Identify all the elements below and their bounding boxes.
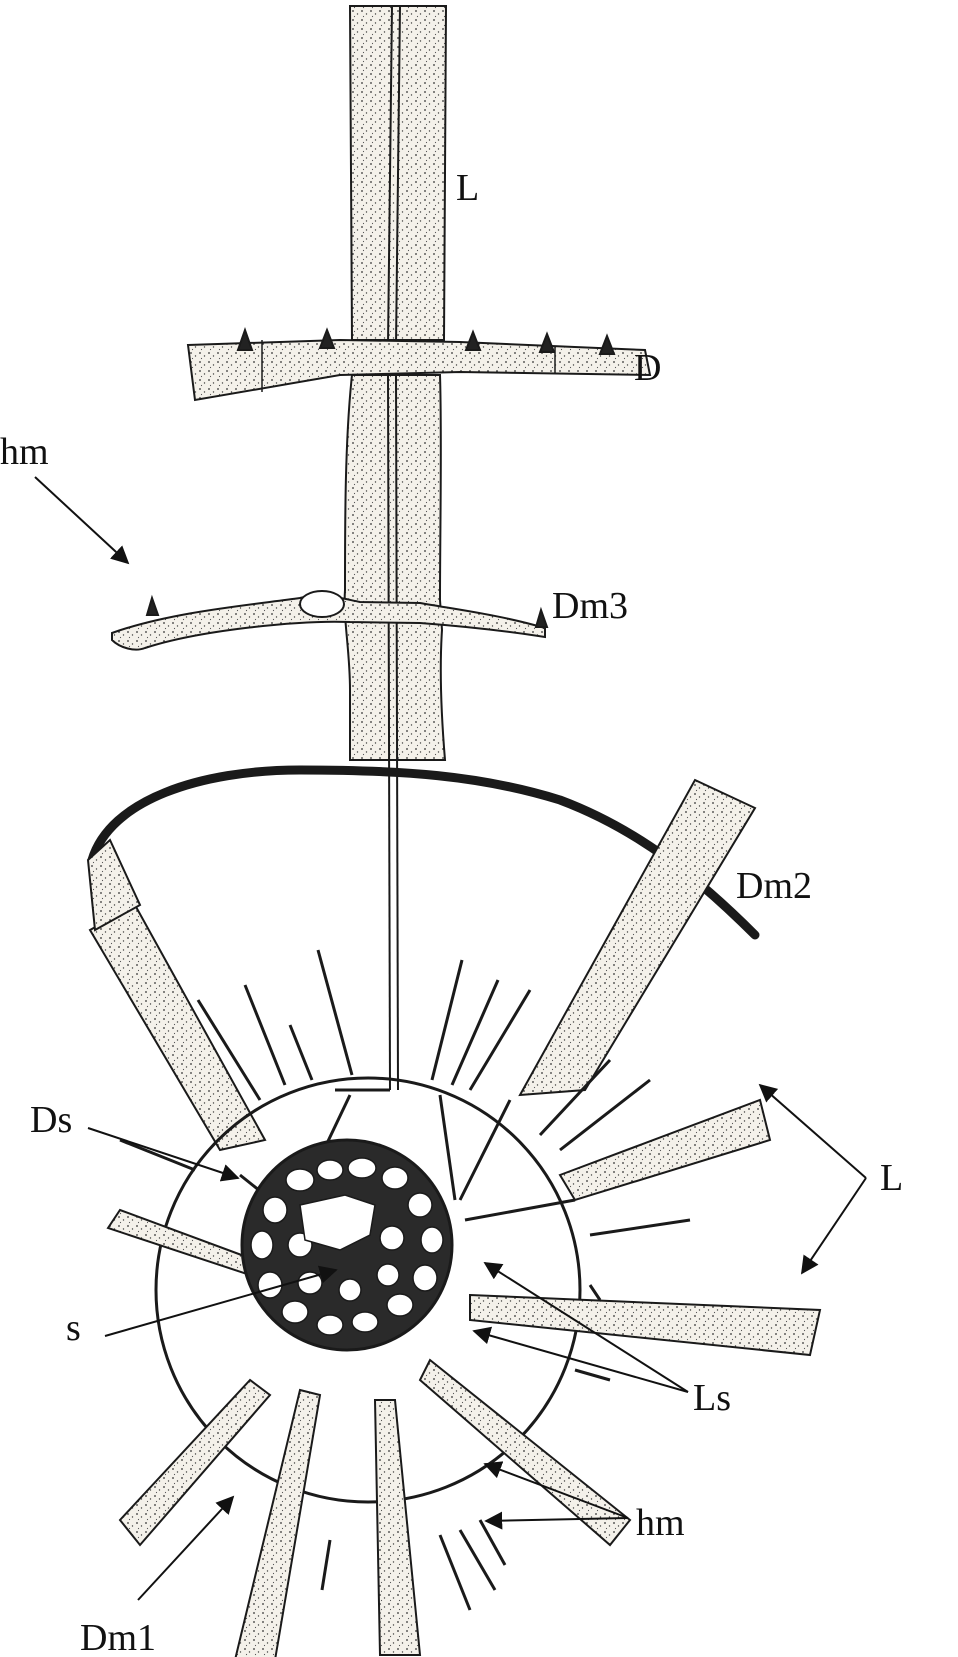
label-L-right: L — [880, 1157, 903, 1199]
label-L-top: L — [456, 167, 479, 209]
oblique-spine-right — [518, 778, 757, 1097]
leader-arrows — [34, 476, 867, 1601]
oblique-spine-left — [86, 838, 267, 1152]
arrow-s — [104, 1265, 338, 1337]
arrow-hm-top — [34, 476, 130, 565]
label-hm-top: hm — [0, 431, 49, 473]
label-Dm2: Dm2 — [736, 865, 812, 907]
inner-sphere-Ds — [240, 1138, 454, 1352]
thin-spines-upper — [119, 949, 691, 1237]
label-Ds: Ds — [30, 1099, 72, 1141]
label-D: D — [634, 347, 661, 389]
arm-Dm3 — [111, 590, 549, 651]
arrow-Ls-lower — [472, 1326, 689, 1393]
label-hm-bottom: hm — [636, 1502, 685, 1544]
arrow-L-right-lower — [800, 1177, 867, 1275]
outer-ring-Dm1 — [154, 1076, 582, 1504]
label-s: s — [66, 1307, 81, 1349]
label-Dm1: Dm1 — [80, 1617, 156, 1657]
label-Dm3: Dm3 — [552, 585, 628, 627]
arrow-L-right-upper — [758, 1083, 867, 1179]
bar-D — [186, 326, 652, 402]
arrow-hm-bottom-lower — [484, 1511, 629, 1530]
middle-column — [343, 374, 447, 1091]
label-Ls: Ls — [693, 1377, 731, 1419]
arrow-Dm1 — [137, 1495, 235, 1601]
arrow-hm-bottom-upper — [483, 1461, 629, 1519]
arrow-Ls-upper — [483, 1262, 689, 1393]
thin-spines-lower — [320, 1284, 611, 1611]
radial-spines — [106, 1088, 822, 1657]
upper-spine-L — [348, 5, 448, 346]
arrow-Ds — [87, 1127, 240, 1182]
